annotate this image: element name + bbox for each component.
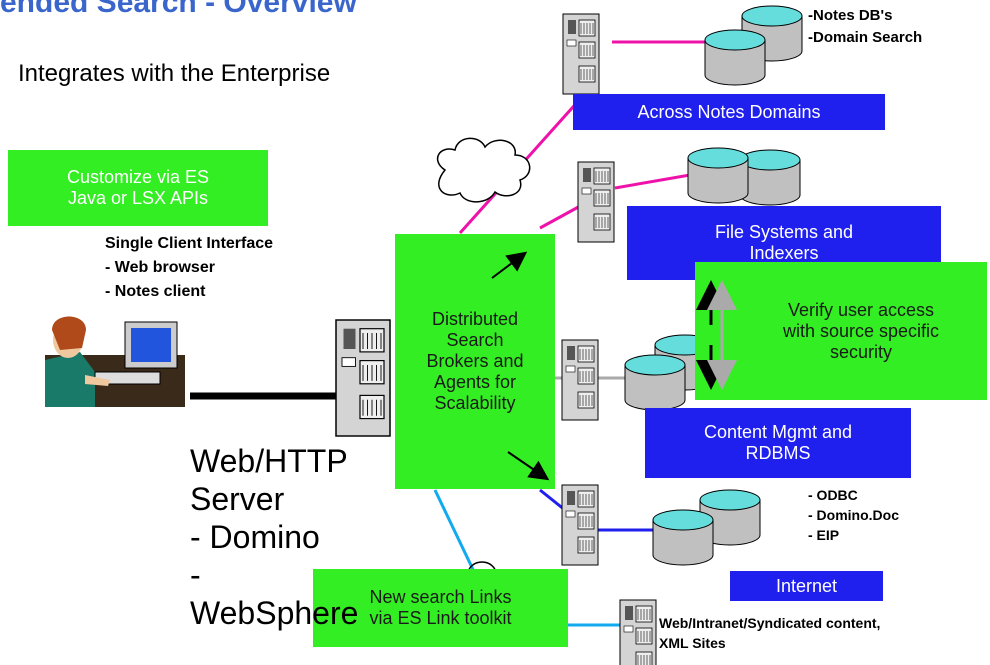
internet-db-labels: - ODBC - Domino.Doc - EIP bbox=[808, 485, 899, 545]
file-systems-line-2: Indexers bbox=[749, 243, 819, 263]
internet-box: Internet bbox=[730, 571, 883, 601]
file-systems-line-1: File Systems and bbox=[714, 222, 854, 242]
internet-label: Internet bbox=[775, 575, 838, 596]
across-notes-domains-box: Across Notes Domains bbox=[573, 94, 885, 130]
verify-line-3: security bbox=[829, 341, 892, 362]
web-server-label: Web/HTTP Server - Domino - WebSphere bbox=[190, 442, 358, 632]
notes-db-label-2: -Domain Search bbox=[808, 29, 923, 46]
internet-db-label-3: - EIP bbox=[808, 527, 840, 543]
brokers-box: Distributed Search Brokers and Agents fo… bbox=[395, 234, 555, 489]
verify-line-1: Verify user access bbox=[787, 299, 935, 320]
content-mgmt-line-1: Content Mgmt and bbox=[703, 422, 853, 442]
broker-up-arrow bbox=[491, 251, 528, 279]
verify-access-box: Verify user access with source specific … bbox=[695, 262, 987, 400]
brokers-line-3: Brokers and bbox=[426, 351, 524, 371]
internet-db-label-1: - ODBC bbox=[808, 487, 858, 503]
web-server-line-1: Web/HTTP bbox=[190, 443, 348, 479]
broker-down-arrow bbox=[507, 451, 550, 481]
notes-db-labels: -Notes DB's -Domain Search bbox=[808, 5, 922, 49]
client-interface-list: Single Client Interface - Web browser - … bbox=[105, 232, 273, 304]
web-content-labels: Web/Intranet/Syndicated content, XML Sit… bbox=[659, 613, 880, 653]
brokers-line-5: Scalability bbox=[434, 393, 516, 413]
client-notes-client: - Notes client bbox=[105, 283, 206, 300]
file-systems-link bbox=[539, 203, 583, 230]
file-db-link bbox=[614, 173, 691, 190]
internet-link bbox=[539, 488, 566, 512]
new-links-line bbox=[433, 489, 480, 581]
customize-line-1: Customize via ES bbox=[66, 167, 210, 187]
content-mgmt-line-2: RDBMS bbox=[745, 443, 811, 463]
web-content-line-1: Web/Intranet/Syndicated content, bbox=[659, 615, 881, 631]
page-title: ended Search - Overview bbox=[0, 0, 357, 19]
web-server-line-5: WebSphere bbox=[190, 595, 359, 631]
client-interface-heading: Single Client Interface bbox=[105, 235, 274, 252]
new-links-line-2: via ES Link toolkit bbox=[369, 608, 512, 628]
internet-db-label-2: - Domino.Doc bbox=[808, 507, 899, 523]
notes-domains-label: Across Notes Domains bbox=[637, 101, 821, 122]
client-web-browser: - Web browser bbox=[105, 259, 215, 276]
web-server-line-2: Server bbox=[190, 481, 285, 517]
brokers-line-4: Agents for bbox=[433, 372, 517, 392]
web-server-line-3: - Domino bbox=[190, 519, 320, 555]
user-workstation-icon bbox=[45, 316, 185, 407]
brokers-line-1: Distributed bbox=[431, 309, 519, 329]
network-cloud-icon bbox=[436, 137, 531, 203]
notes-db-label-1: -Notes DB's bbox=[808, 7, 893, 24]
brokers-line-2: Search bbox=[446, 330, 504, 350]
customize-line-2: Java or LSX APIs bbox=[67, 188, 209, 208]
verify-line-2: with source specific bbox=[782, 320, 940, 341]
new-links-line-1: New search Links bbox=[369, 587, 512, 607]
page-subtitle: Integrates with the Enterprise bbox=[18, 60, 331, 87]
web-server-line-4: - bbox=[190, 557, 201, 593]
web-content-line-2: XML Sites bbox=[659, 635, 726, 651]
